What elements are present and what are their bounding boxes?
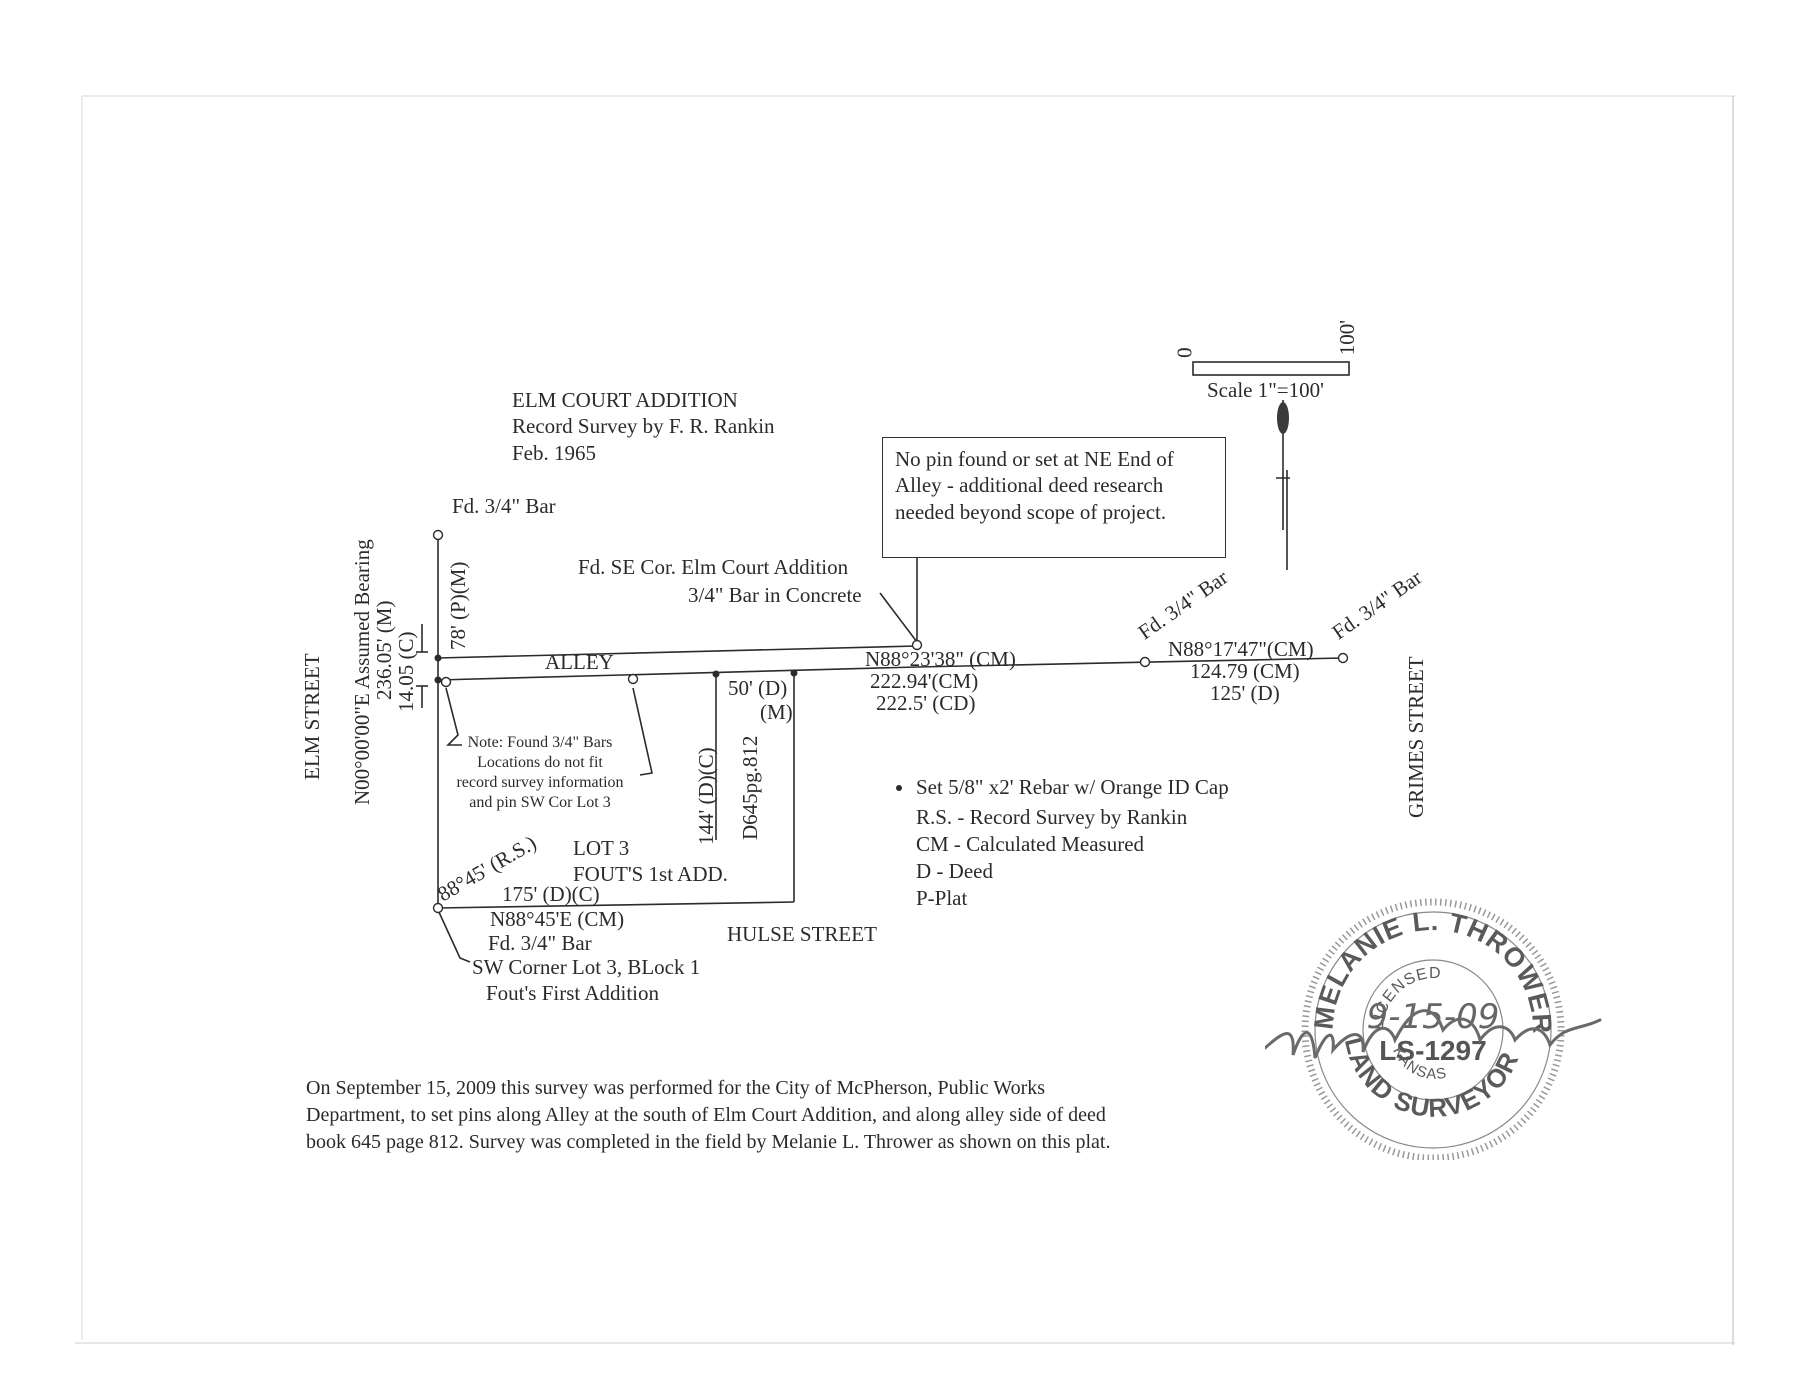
- seal-license-number: LS-1297: [1379, 1035, 1486, 1066]
- se-cor-label: Fd. SE Cor. Elm Court Addition: [578, 555, 849, 579]
- elm-street-label: ELM STREET: [300, 653, 324, 780]
- addition-title: ELM COURT ADDITION: [512, 388, 738, 412]
- north-arrow-icon: [1277, 402, 1289, 434]
- statement-line: On September 15, 2009 this survey was pe…: [306, 1077, 1046, 1099]
- sw-corner-label: SW Corner Lot 3, BLock 1: [472, 955, 701, 979]
- pin-set-icon: [434, 654, 442, 662]
- monument-se-cor-icon: [911, 639, 923, 651]
- monument-east2-icon: [1337, 652, 1349, 664]
- found-bars-note: Note: Found 3/4" Bars Locations do not f…: [440, 733, 640, 813]
- found-note-line: record survey information: [456, 774, 624, 791]
- scale-zero-label: 0: [1172, 347, 1197, 358]
- survey-statement: On September 15, 2009 this survey was pe…: [306, 1075, 1266, 1156]
- legend-item: Set 5/8" x2' Rebar w/ Orange ID Cap: [916, 775, 1229, 799]
- note-line: No pin found or set at NE End of: [895, 447, 1174, 471]
- surveyor-seal: MELANIE L. THROWER LAND SURVEYOR LICENSE…: [1265, 898, 1602, 1160]
- lot-depth: 144' (D)(C): [694, 747, 718, 845]
- lot-east-50: 50' (D): [728, 676, 788, 700]
- nw-bar-label: Fd. 3/4" Bar: [452, 494, 556, 518]
- sw-corner-label-2: Fout's First Addition: [486, 981, 659, 1005]
- alley-north-line: [437, 645, 918, 659]
- lot-label: LOT 3: [573, 836, 630, 860]
- alley-south-line: [437, 666, 918, 681]
- note-line: Alley - additional deed research: [895, 473, 1164, 498]
- found-note-line: Locations do not fit: [477, 754, 603, 771]
- scale-hundred-label: 100': [1335, 319, 1360, 356]
- monument-alley-mid-icon: [627, 673, 639, 685]
- lot-south-distance: 175' (D)(C): [502, 882, 600, 906]
- hulse-street-label: HULSE STREET: [727, 922, 877, 946]
- monument-nw-icon: [432, 529, 444, 541]
- alley-east-line: [916, 657, 1344, 668]
- alley-bearing-2: N88°17'47"(CM): [1168, 637, 1314, 661]
- pin-set-icon: [434, 676, 442, 684]
- alley-width: 14.05 (C): [394, 631, 418, 713]
- alley-distance-2-cm: 124.79 (CM): [1190, 659, 1300, 683]
- pin-set-icon: [712, 670, 720, 678]
- note-line: needed beyond scope of project.: [895, 499, 1167, 524]
- alley-distance-1-cm: 222.94'(CM): [870, 669, 979, 693]
- statement-line: book 645 page 812. Survey was completed …: [306, 1131, 1111, 1153]
- addition-label: FOUT'S 1st ADD.: [573, 862, 728, 886]
- signature-icon: [1265, 1009, 1602, 1059]
- seal-date: 9-15-09: [1367, 997, 1500, 1037]
- grimes-street-label: GRIMES STREET: [1404, 656, 1428, 818]
- statement-line: Department, to set pins along Alley at t…: [306, 1104, 1106, 1126]
- monument-sw-icon: [432, 902, 444, 914]
- lot-south-line: [437, 901, 795, 909]
- alley-distance-1-cd: 222.5' (CD): [876, 691, 976, 715]
- deed-reference: D645pg.812: [738, 735, 762, 840]
- legend-item: CM - Calculated Measured: [916, 832, 1145, 856]
- monument-alley-west-icon: [440, 676, 452, 688]
- alley-distance-2-d: 125' (D): [1210, 681, 1280, 705]
- north-distance: 78' (P)(M): [446, 561, 470, 650]
- alley-bearing-1: N88°23'38" (CM): [865, 647, 1016, 671]
- found-note-line: Note: Found 3/4" Bars: [467, 734, 613, 751]
- ne-alley-note-box: No pin found or set at NE End of Alley -…: [882, 437, 1226, 558]
- pin-set-icon: [790, 669, 798, 677]
- lot-south-bearing: N88°45'E (CM): [490, 907, 625, 931]
- legend-bullet-icon: [896, 785, 902, 791]
- lot-east-m: (M): [760, 700, 793, 724]
- scale-label: Scale 1"=100': [1207, 378, 1324, 402]
- legend-item: R.S. - Record Survey by Rankin: [916, 805, 1188, 829]
- monument-east1-icon: [1139, 656, 1151, 668]
- legend-item: D - Deed: [916, 859, 993, 883]
- alley-label: ALLEY: [545, 650, 614, 674]
- record-survey-date: Feb. 1965: [512, 441, 596, 465]
- se-cor-label-2: 3/4" Bar in Concrete: [688, 583, 862, 607]
- record-survey-credit: Record Survey by F. R. Rankin: [512, 414, 775, 438]
- sw-bar-label: Fd. 3/4" Bar: [488, 931, 592, 955]
- found-note-line: and pin SW Cor Lot 3: [469, 794, 611, 811]
- legend-item: P-Plat: [916, 886, 968, 910]
